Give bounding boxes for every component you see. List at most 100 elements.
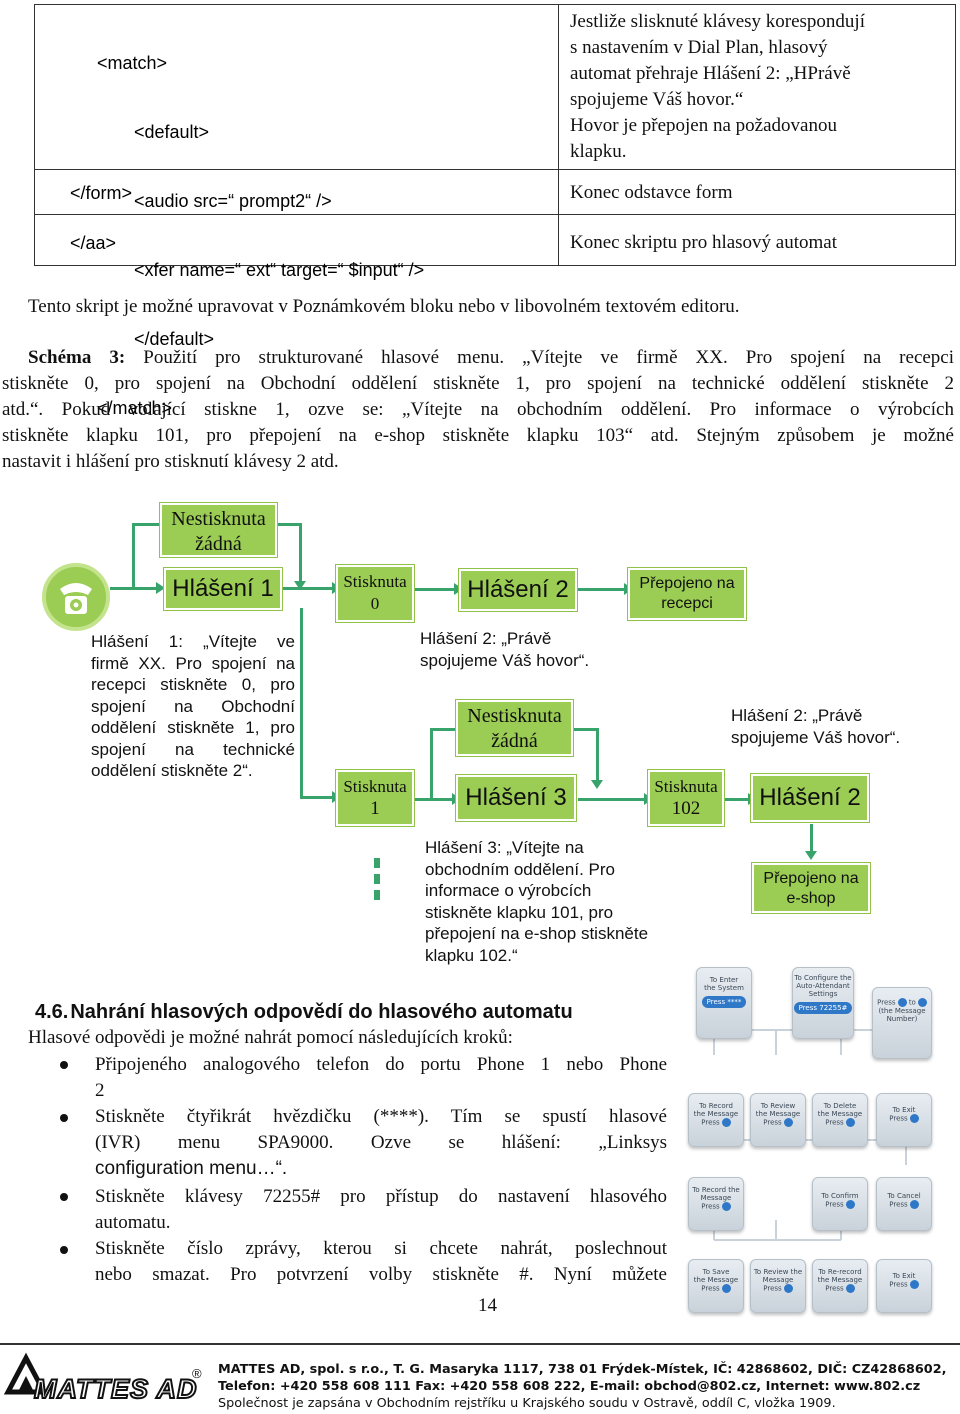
connector-line: [300, 796, 334, 799]
connector-line: [414, 798, 454, 801]
keypad-enter: To Enter the System Press ****: [696, 967, 752, 1039]
code-line: <audio src=“ prompt2“ />: [124, 191, 332, 211]
list-line: Stiskněte klávesy 72255# pro přístup do …: [95, 1186, 667, 1207]
keypad-text: the Message: [755, 1110, 801, 1118]
keypad-review: To Review the Message Press: [750, 1093, 806, 1147]
key-icon: [783, 1118, 793, 1127]
keypad-text: the Message: [817, 1110, 863, 1118]
footer-line: MATTES AD, spol. s r.o., T. G. Masaryka …: [218, 1362, 947, 1377]
schema-line: stiskněte 0, pro spojení na Obchodní odd…: [2, 373, 954, 394]
keypad-text: To Review: [760, 1102, 796, 1110]
schema-line: Schéma 3: Použití pro strukturované hlas…: [2, 345, 954, 371]
code-line: <xfer name=“ ext“ target=“ $input“ />: [124, 260, 425, 280]
box-label: Přepojeno na: [639, 575, 735, 592]
keypad-text: Settings: [808, 990, 838, 998]
keypad-text: Press to: [873, 998, 931, 1007]
text-line: přepojení na e-shop stiskněte: [425, 924, 649, 943]
connector-line: [300, 608, 303, 798]
code-cell: <match> <default> <audio src=“ prompt2“ …: [97, 6, 424, 466]
box-label: žádná: [491, 730, 538, 752]
keypad-text: Press: [701, 1284, 720, 1293]
box-label: Přepojeno na: [763, 870, 859, 887]
list-line: Připojeného analogového telefon do portu…: [95, 1054, 667, 1075]
keypad-text: Press: [701, 1118, 720, 1127]
box-hlaseni-3: Hlášení 3: [456, 775, 576, 821]
connector-line: [578, 588, 626, 591]
keypad-text: To Exit: [892, 1106, 916, 1114]
keypad-text: Press: [763, 1118, 782, 1127]
bullet-icon: [60, 1114, 68, 1122]
keypad-text: To Delete: [823, 1102, 857, 1110]
box-label: 0: [370, 594, 380, 613]
desc-line: klapku.: [570, 141, 627, 162]
connector-line: [578, 798, 646, 801]
keypad-exit: To Exit Press: [876, 1093, 932, 1147]
box-hlaseni-2: Hlášení 2: [459, 569, 577, 611]
script-table: <match> <default> <audio src=“ prompt2“ …: [34, 4, 956, 418]
list-line: configuration menu…“.: [95, 1158, 288, 1179]
list-item: Připojeného analogového telefon do portu…: [95, 1052, 667, 1104]
phone-icon: [42, 563, 110, 631]
keypad-press-to: Press to (the Message Number): [872, 987, 932, 1059]
desc-line: spojujeme Váš hovor.“: [570, 89, 744, 110]
connector-line: [596, 728, 599, 784]
keypad-text: Press: [763, 1284, 782, 1293]
code-line: </match>: [97, 398, 173, 418]
keypad-text: To Review the: [753, 1268, 803, 1276]
connector-line: [810, 824, 813, 852]
text-line: obchodním oddělení. Pro: [425, 859, 615, 879]
connector-line: [110, 587, 158, 590]
list-line: Stiskněte číslo zprávy, kterou si chcete…: [95, 1238, 667, 1259]
keypad-text: To Confirm: [821, 1192, 859, 1200]
keypad-text: Press: [889, 1200, 908, 1209]
keypad-text: Number): [886, 1015, 918, 1023]
keypad-text: To Exit: [892, 1272, 916, 1280]
keypad-text: To Configure the: [794, 974, 852, 982]
list-line: nebo smazat. Pro potvrzení volby stiskně…: [95, 1264, 667, 1285]
table-row: </form> Konec odstavce form: [35, 170, 955, 215]
box-label: Stisknuta: [654, 777, 718, 796]
box-prepojeno-recepci: Přepojeno na recepci: [628, 568, 746, 620]
schema-line: atd.“. Pokud volající stiskne 1, ozve se…: [2, 399, 954, 420]
section-intro: Hlasové odpovědi je možné nahrát pomocí …: [28, 1027, 513, 1048]
box-stisknuta-1: Stisknuta 1: [336, 770, 414, 826]
list-line: 2: [95, 1080, 105, 1101]
key-icon: [721, 1202, 731, 1211]
keypad-text: Press: [877, 998, 896, 1007]
connector-line: [414, 588, 456, 591]
text-line: Hlášení 1: „Vítejte ve: [91, 632, 295, 651]
keypad-save: To Save the Message Press: [688, 1259, 744, 1313]
table-divider: [558, 5, 559, 265]
connector-line: [132, 523, 135, 587]
box-label: Stisknuta: [343, 777, 407, 796]
ivr-diagram: Nestisknuta žádná Hlášení 1 Stisknuta 0 …: [0, 490, 960, 970]
list-item: Stiskněte číslo zprávy, kterou si chcete…: [95, 1236, 667, 1288]
code-line: </aa>: [70, 233, 117, 253]
keypad-configure: To Configure the Auto-Attendant Settings…: [792, 967, 854, 1039]
box-label: 1: [370, 798, 380, 819]
box-label: žádná: [195, 533, 242, 555]
page-number: 14: [478, 1295, 497, 1316]
bullet-icon: [60, 1061, 68, 1069]
keypad-text: the Message: [817, 1276, 863, 1284]
text-hlaseni-3: Hlášení 3: „Vítejte na obchodním oddělen…: [425, 837, 648, 966]
ivr-keypad-illustration: To Enter the System Press **** To Config…: [686, 965, 936, 1320]
arrow: [294, 581, 306, 590]
box-nestisknuta-zadna: Nestisknuta žádná: [456, 700, 573, 756]
keypad-text: To Re-record: [818, 1268, 862, 1276]
keypad-text: To Record the: [692, 1186, 740, 1194]
list-line: (IVR) menu SPA9000. Ozve se hlášení: „Li…: [95, 1132, 667, 1153]
text-hlaseni-1: Hlášení 1: „Vítejte ve firmě XX. Pro spo…: [91, 631, 295, 782]
list-line: Stiskněte čtyřikrát hvězdičku (****). Tí…: [95, 1106, 667, 1127]
key-icon: [909, 1200, 919, 1209]
keypad-text: To Cancel: [887, 1192, 921, 1200]
keypad-record: To Record the Message Press: [688, 1093, 744, 1147]
desc-line: automat přehraje Hlášení 2: „HPrávě: [570, 63, 851, 84]
text-line: stiskněte klapku 101, pro: [425, 902, 614, 922]
desc-line: s nastavením v Dial Plan, hlasový: [570, 37, 828, 58]
text-line: Hlášení 3: „Vítejte na: [425, 838, 584, 857]
keypad-text: To Record: [699, 1102, 733, 1110]
keypad-exit: To Exit Press: [876, 1259, 932, 1313]
box-label: e-shop: [786, 890, 836, 907]
keypad-press: Press 72255#: [793, 1002, 853, 1014]
